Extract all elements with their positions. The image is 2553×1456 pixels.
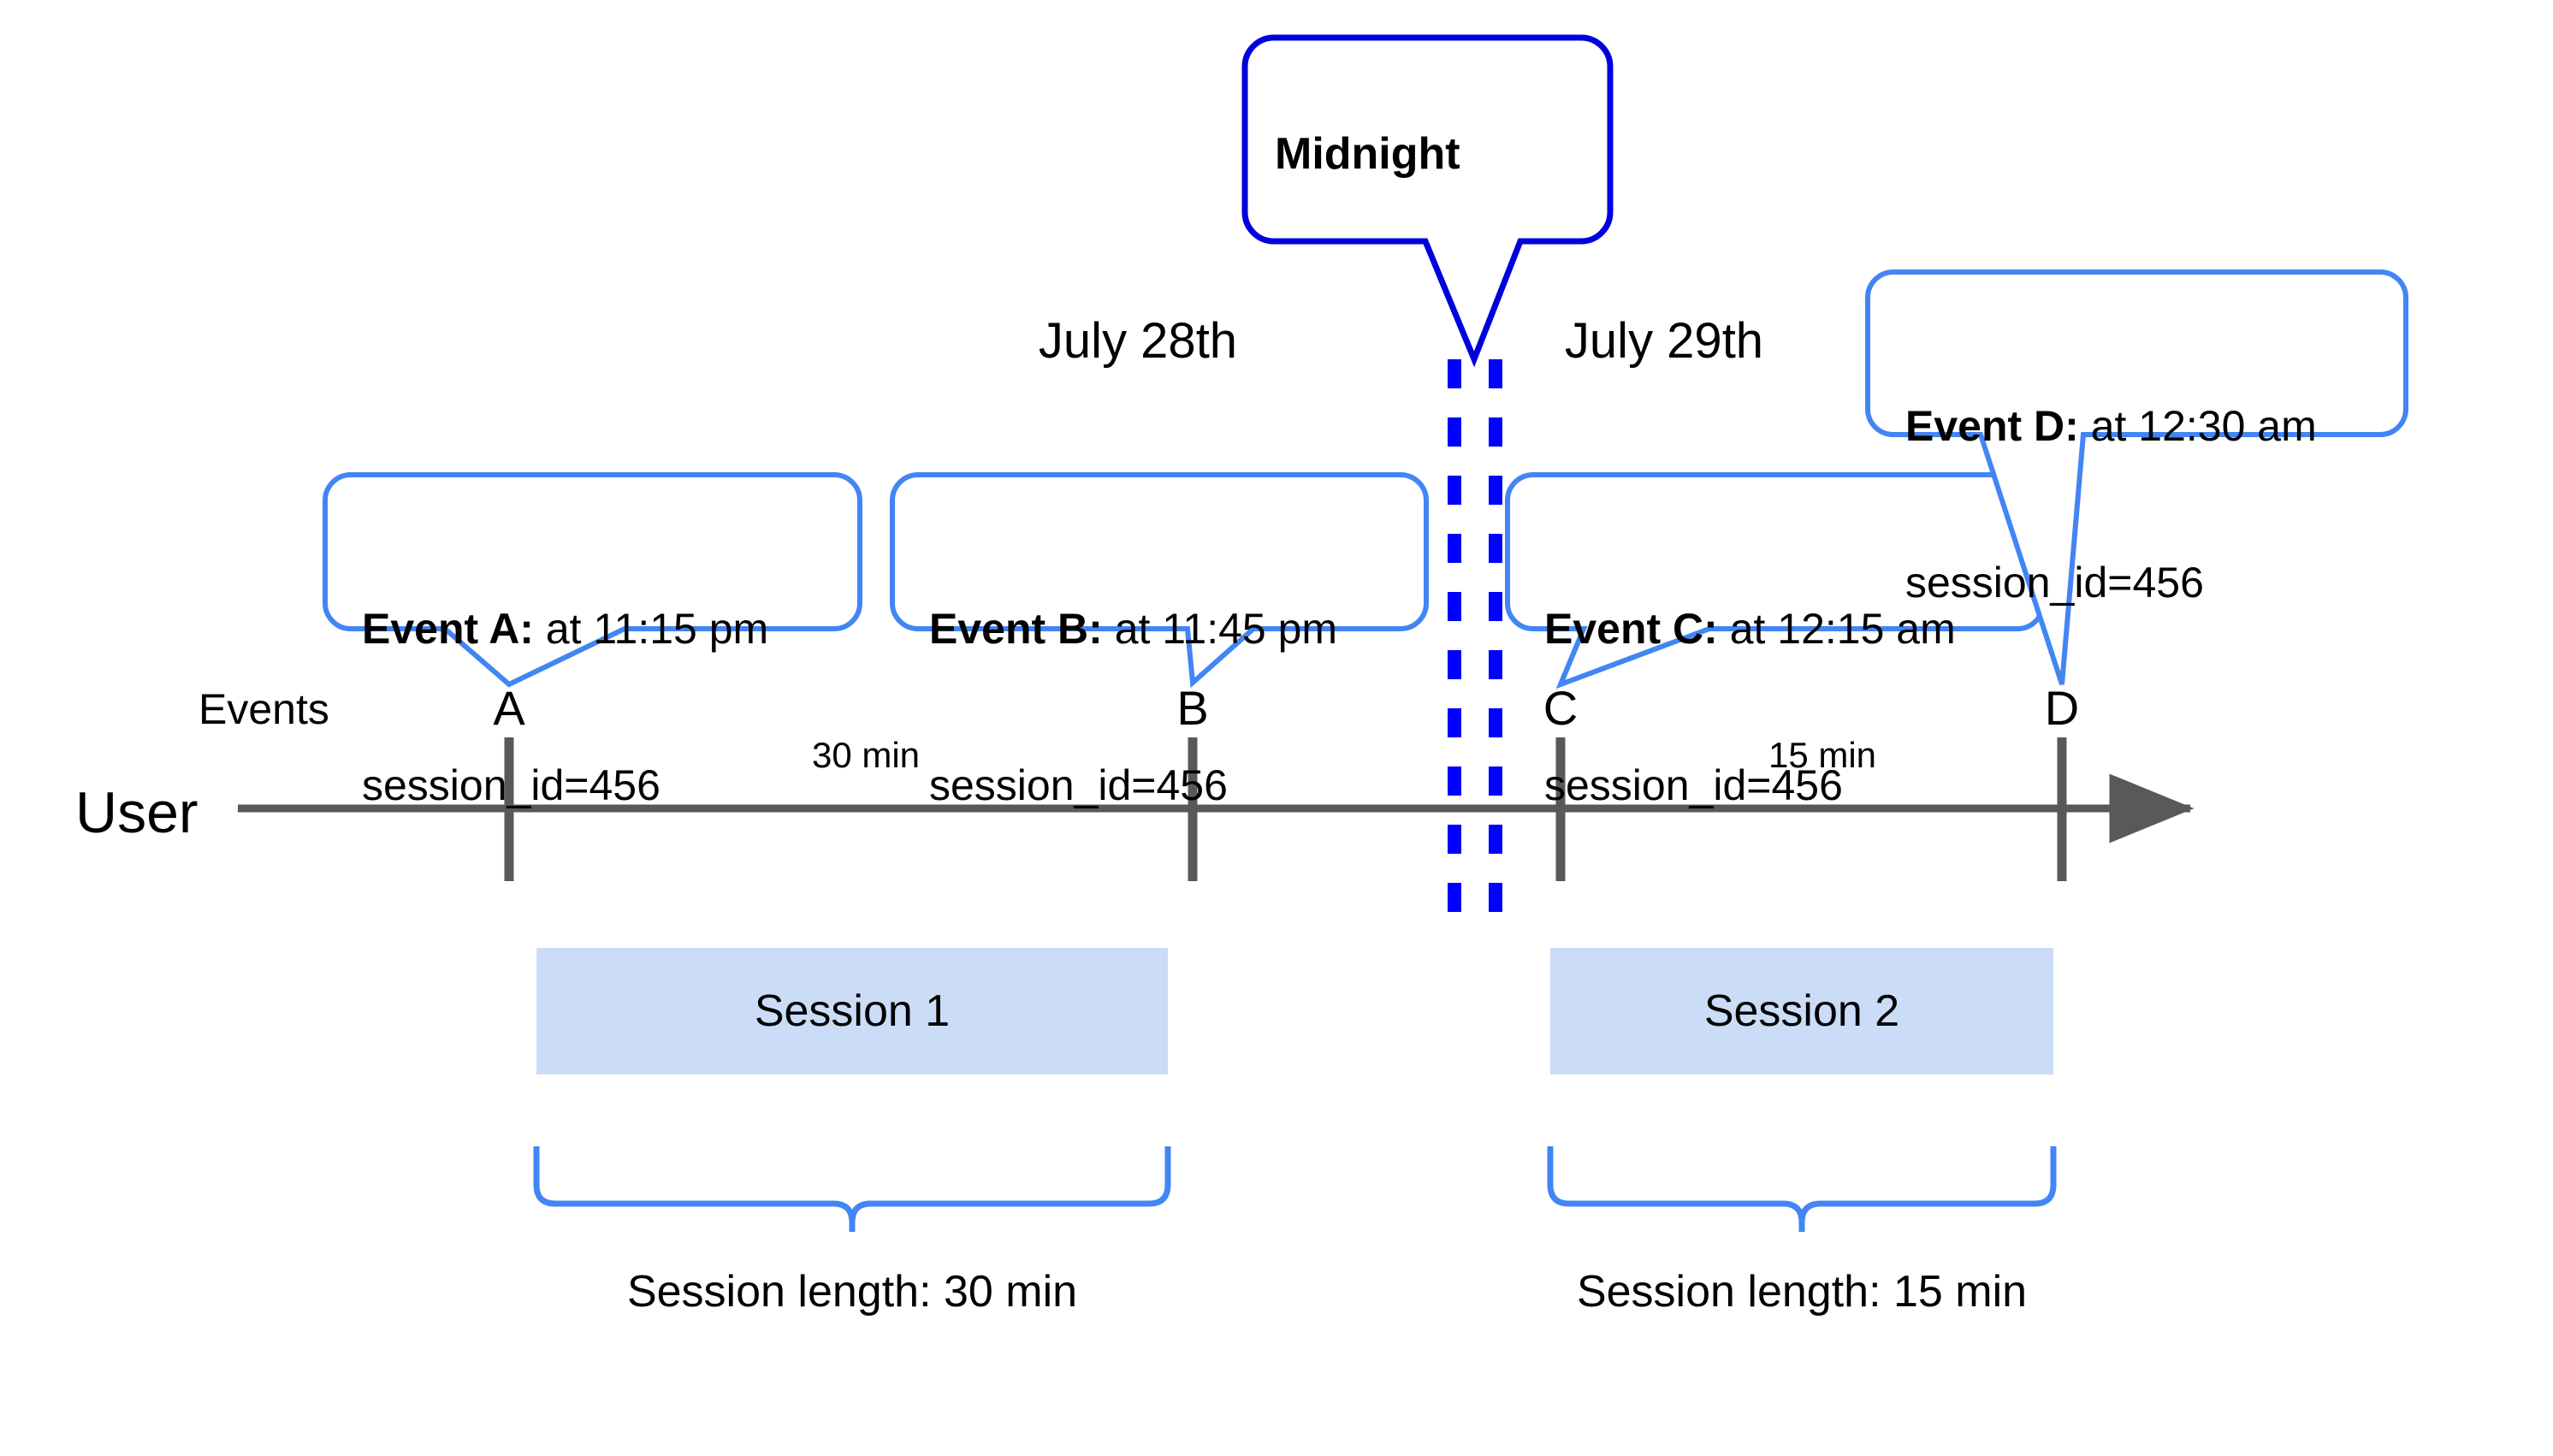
date-label-july-28: July 28th [1038,313,1238,369]
event-b-detail: at 11:45 pm [1102,605,1338,653]
tick-label-a: A [493,681,525,735]
events-row-label: Events [198,685,329,733]
event-c-detail: at 12:15 am [1717,605,1956,653]
midnight-callout[interactable] [1241,34,1614,368]
event-c-line2: session_id=456 [1544,761,1843,809]
event-a-title: Event A: [362,605,534,653]
midnight-callout-shape [1241,34,1614,368]
event-a-detail: at 11:15 pm [533,605,769,653]
session-2-label: Session 2 [1703,986,1900,1036]
event-a-callout[interactable] [323,472,862,688]
event-b-line2: session_id=456 [929,761,1228,809]
event-d-detail: at 12:30 am [2078,402,2317,450]
event-c-callout-text: Event C: at 12:15 am session_id=456 [1544,499,2041,916]
event-d-title: Event D: [1905,402,2079,450]
event-d-callout-text: Event D: at 12:30 am session_id=456 [1905,296,2402,713]
event-b-callout-text: Event B: at 11:45 pm session_id=456 [929,499,1425,916]
session-1-label: Session 1 [754,986,951,1036]
duration-label-30min: 30 min [811,735,921,775]
event-d-callout-shape [1865,269,2408,685]
midnight-boundary [1448,359,1502,932]
duration-label-15min: 15 min [1768,735,1877,775]
event-b-callout-shape [890,472,1429,689]
event-b-callout[interactable] [890,472,1429,689]
event-d-line2: session_id=456 [1905,559,2204,607]
user-row-label: User [75,780,198,845]
tick-label-d: D [2044,681,2080,735]
event-d-callout[interactable] [1865,269,2408,685]
session-2-length-label: Session length: 15 min [1576,1267,2028,1317]
timeline-axis [238,737,2195,881]
session-1-brace [533,1146,1171,1232]
session-1-box [536,948,1168,1074]
tick-label-b: B [1176,681,1209,735]
event-a-callout-text: Event A: at 11:15 pm session_id=456 [362,499,858,916]
tick-label-c: C [1543,681,1579,735]
event-a-callout-shape [323,472,862,688]
session-1-length-label: Session length: 30 min [626,1267,1078,1317]
midnight-label: Midnight [1275,129,1460,179]
event-b-title: Event B: [929,605,1103,653]
date-label-july-29: July 29th [1564,313,1764,369]
session-2-box [1550,948,2053,1074]
session-2-brace [1547,1146,2057,1232]
event-c-title: Event C: [1544,605,1718,653]
event-a-line2: session_id=456 [362,761,660,809]
